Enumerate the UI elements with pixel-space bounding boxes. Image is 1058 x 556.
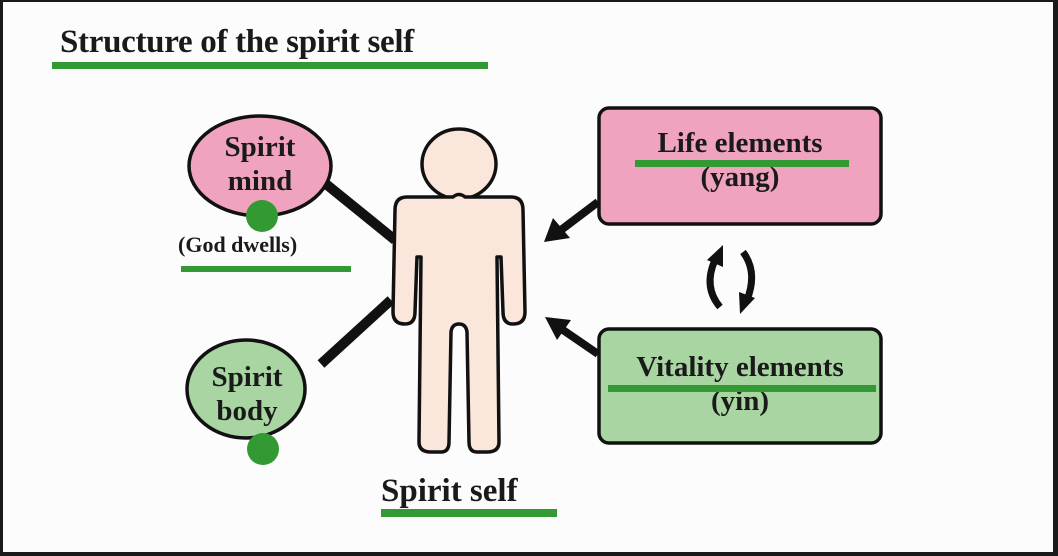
life-elements-underline (635, 160, 849, 167)
spirit-mind-line1: Spirit (224, 131, 296, 163)
spirit-body-line2: body (216, 395, 278, 427)
spirit-self-figure (391, 127, 527, 454)
diagram-canvas: Structure of the spirit self Spirit mind… (3, 2, 1053, 552)
arrow-life-to-self (544, 198, 601, 242)
spirit-mind-marker-dot (246, 200, 278, 232)
life-elements-label: Life elements (yang) (599, 126, 881, 194)
title-underline (52, 62, 488, 69)
vitality-elements-label: Vitality elements (yin) (599, 350, 881, 418)
page-title: Structure of the spirit self (60, 24, 414, 60)
vitality-elements-underline (608, 385, 876, 392)
diagram-graphics (185, 106, 883, 465)
vitality-elements-title: Vitality elements (636, 351, 844, 383)
arrow-vitality-to-self (545, 317, 601, 358)
spirit-mind-label: Spirit mind (200, 130, 320, 198)
spirit-body-label: Spirit body (187, 360, 307, 428)
connector-mind-to-self (317, 176, 399, 244)
spirit-body-line1: Spirit (211, 361, 283, 393)
spirit-self-label: Spirit self (381, 473, 518, 509)
spirit-mind-line2: mind (227, 165, 293, 197)
life-elements-title: Life elements (657, 127, 823, 159)
cycle-arrows-icon (706, 245, 756, 314)
spirit-body-marker-dot (247, 433, 279, 465)
spirit-self-underline (381, 509, 557, 517)
connector-body-to-self (317, 296, 395, 368)
spirit-body-oval (185, 338, 307, 440)
god-dwells-note: (God dwells) (178, 232, 298, 257)
god-dwells-underline (181, 266, 351, 272)
